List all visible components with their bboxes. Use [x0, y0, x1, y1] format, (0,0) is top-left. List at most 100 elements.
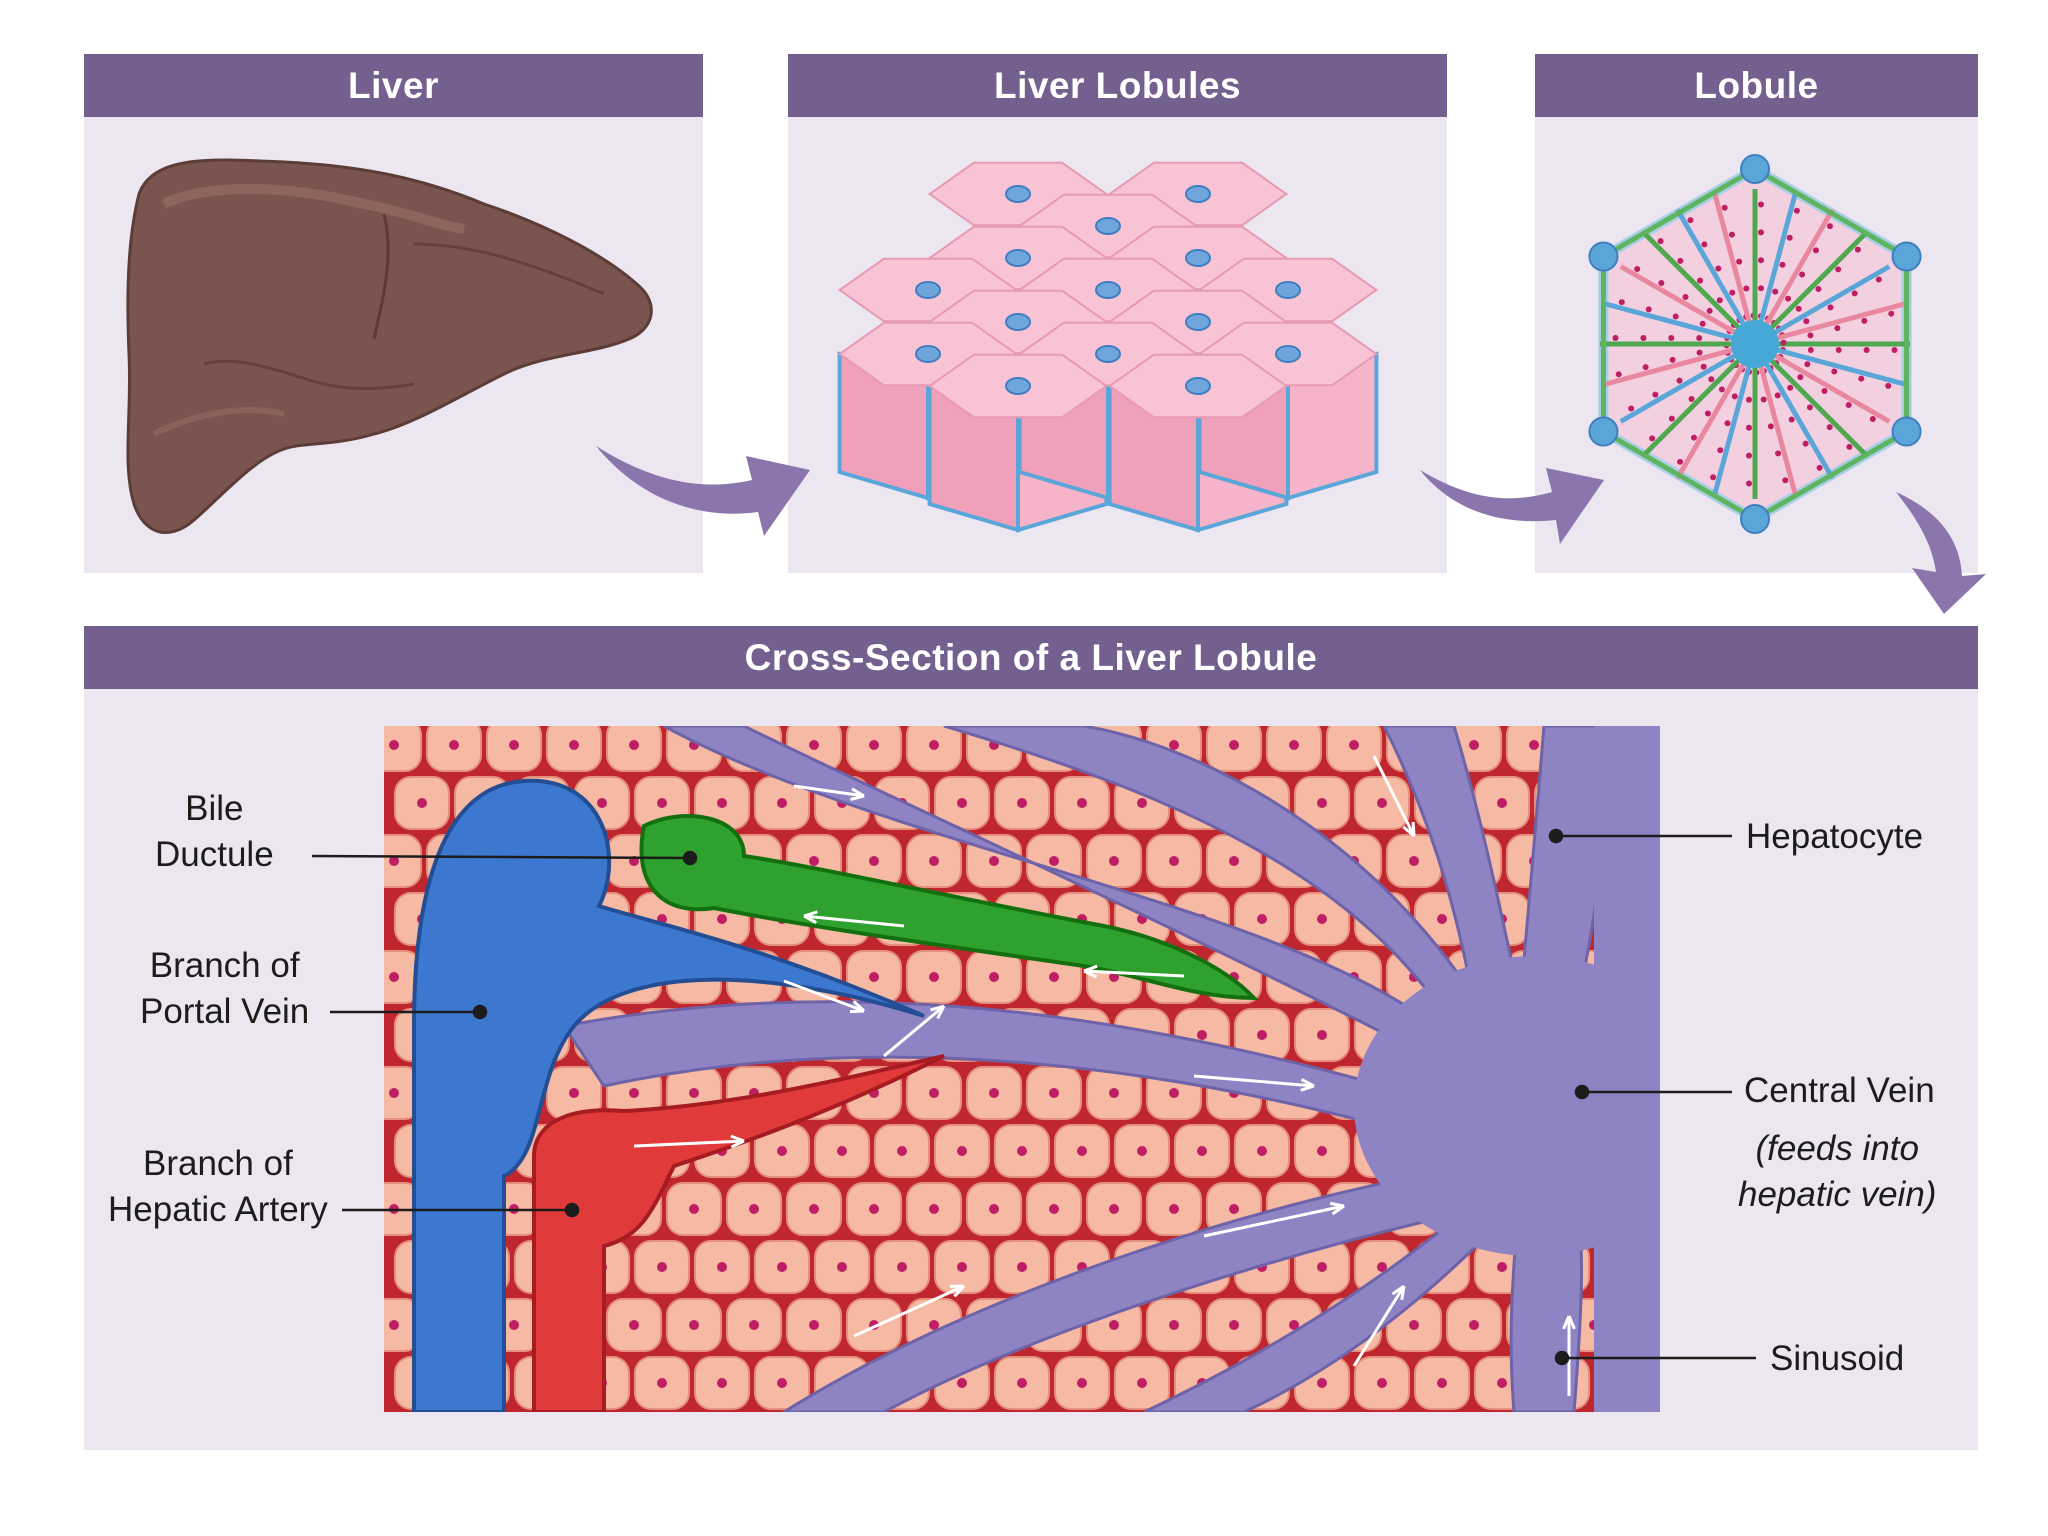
lobule-nucleus: [1746, 396, 1752, 403]
panel-liver: Liver: [84, 54, 703, 573]
hepatocyte-nucleus: [689, 1320, 699, 1330]
lobule-nucleus: [1612, 335, 1619, 341]
lobule-nucleus: [1760, 396, 1767, 403]
flow-direction-arrow-icon: [1352, 1284, 1406, 1367]
central-vein-column: [1594, 726, 1660, 1412]
portal-triad: [1891, 241, 1922, 272]
lobule-nucleus: [1806, 404, 1813, 411]
lobule-nucleus: [1699, 320, 1706, 327]
hepatocyte-nucleus: [929, 1320, 939, 1330]
lobule-radial-cord: [1619, 341, 1757, 424]
hepatocyte-nucleus: [1229, 1320, 1239, 1330]
lobule-nucleus: [1743, 285, 1750, 292]
lobule-radial-cord: [1712, 193, 1758, 345]
lobule-nucleus: [1700, 363, 1707, 370]
lobule-nucleus: [1780, 339, 1787, 346]
arrow-lobule-to-cross-section-icon: [1896, 492, 1986, 614]
hepatocyte-nucleus: [1017, 1378, 1027, 1388]
lobule-nucleus: [1668, 335, 1675, 341]
lobule-nucleus: [1708, 376, 1715, 383]
lobule-nucleus: [1854, 246, 1861, 253]
lobule-nucleus: [1634, 266, 1641, 273]
hepatocyte-nucleus: [1377, 1378, 1387, 1388]
bile-ductule-branch: [639, 814, 1259, 1001]
lobule-nucleus: [1697, 277, 1704, 284]
flow-direction-arrow-icon: [803, 910, 905, 928]
hepatocyte-nucleus: [1317, 1262, 1327, 1272]
lobule-nucleus: [1863, 347, 1870, 353]
panel-title-cross-section: Cross-Section of a Liver Lobule: [84, 626, 1978, 689]
central-vein-dot: [1095, 345, 1121, 363]
label-hepatocyte: Hepatocyte: [1746, 817, 1924, 856]
lobule-radial-cord: [1753, 341, 1891, 424]
hepatocyte-nucleus: [717, 1262, 727, 1272]
hepatocyte-nucleus: [1377, 798, 1387, 808]
hepatocyte-nucleus: [869, 740, 879, 750]
lobule-nucleus: [1885, 382, 1892, 389]
lobule-nucleus: [1835, 266, 1842, 273]
lobule-nucleus: [1687, 217, 1694, 224]
hepatocyte-nucleus: [1049, 1204, 1059, 1214]
central-vein-dot: [1005, 313, 1031, 331]
lobule-radial-cord: [1712, 343, 1758, 495]
label-central-vein: Central Vein: [1744, 1071, 1935, 1110]
hepatocyte-nucleus: [777, 1378, 787, 1388]
lobule-nucleus: [1669, 356, 1676, 363]
pointer-central-vein: [1574, 1084, 1590, 1100]
hepatocyte-nucleus: [1017, 1262, 1027, 1272]
hepatocyte-nucleus: [1169, 1204, 1179, 1214]
hepatocyte-nucleus: [1317, 798, 1327, 808]
hepatocyte-nucleus: [657, 1262, 667, 1272]
lobule-nucleus: [1785, 295, 1792, 302]
lobule-nucleus: [1804, 361, 1811, 368]
liver-shape: [126, 158, 653, 535]
hepatocyte-nucleus: [629, 1088, 639, 1098]
lobule-nucleus: [1682, 293, 1689, 300]
cross-section-diagram: [384, 726, 1660, 1412]
lobule-nucleus: [1618, 299, 1625, 306]
hepatocyte-nucleus: [689, 1088, 699, 1098]
lobule-nucleus: [1851, 290, 1858, 297]
central-vein-dot: [915, 281, 941, 299]
lobule-nucleus: [1869, 415, 1876, 422]
hepatocyte-nucleus: [897, 1262, 907, 1272]
arrow-liver-to-lobules-icon: [596, 446, 810, 536]
lobule-nucleus: [1812, 247, 1819, 254]
hepatocyte-nucleus: [1317, 1146, 1327, 1156]
flow-direction-arrow-icon: [1562, 1315, 1576, 1396]
lobule-nucleus: [1793, 207, 1800, 214]
lobule-nucleus: [1758, 257, 1764, 264]
lobule-nucleus: [1816, 464, 1823, 471]
hepatocyte-nucleus: [1497, 1262, 1507, 1272]
lobule-top: [1107, 353, 1289, 419]
hepatocyte-nucleus: [1469, 740, 1479, 750]
lobule-nucleus: [1649, 435, 1656, 442]
hepatocyte-nucleus: [629, 1320, 639, 1330]
lobule-central-vein: [1731, 320, 1779, 368]
lobule-radial-cord: [1752, 343, 1798, 495]
panel-title-lobule: Lobule: [1535, 54, 1978, 117]
pointer-hepatocyte: [1548, 828, 1564, 844]
hepatocyte-nucleus: [689, 1204, 699, 1214]
central-vein-dot: [1005, 185, 1031, 203]
hepatocyte-nucleus: [989, 972, 999, 982]
hepatocyte-nucleus: [809, 856, 819, 866]
lobule-nucleus: [1826, 223, 1833, 230]
hepatocyte-nucleus: [509, 1320, 519, 1330]
pointer-portal-vein: [472, 1004, 488, 1020]
hepatocyte-nucleus: [597, 798, 607, 808]
lobule-nucleus: [1696, 335, 1703, 341]
hepatocyte-nucleus: [869, 972, 879, 982]
lobule-nucleus: [1640, 335, 1647, 341]
lobule-nucleus: [1787, 384, 1794, 391]
hepatocyte-nucleus: [449, 740, 459, 750]
portal-vein-branch: [412, 778, 925, 1412]
hepatocyte-nucleus: [929, 1204, 939, 1214]
hepatocyte-nucleus: [989, 1204, 999, 1214]
label-hepatic-artery: Branch of Hepatic Artery: [108, 1144, 328, 1229]
hepatocyte-nucleus: [777, 1262, 787, 1272]
lobule-radial-cord: [1604, 341, 1756, 387]
lobule-nucleus: [1746, 452, 1752, 459]
lobule-nucleus: [1875, 276, 1882, 283]
hepatocyte-nucleus: [389, 856, 399, 866]
